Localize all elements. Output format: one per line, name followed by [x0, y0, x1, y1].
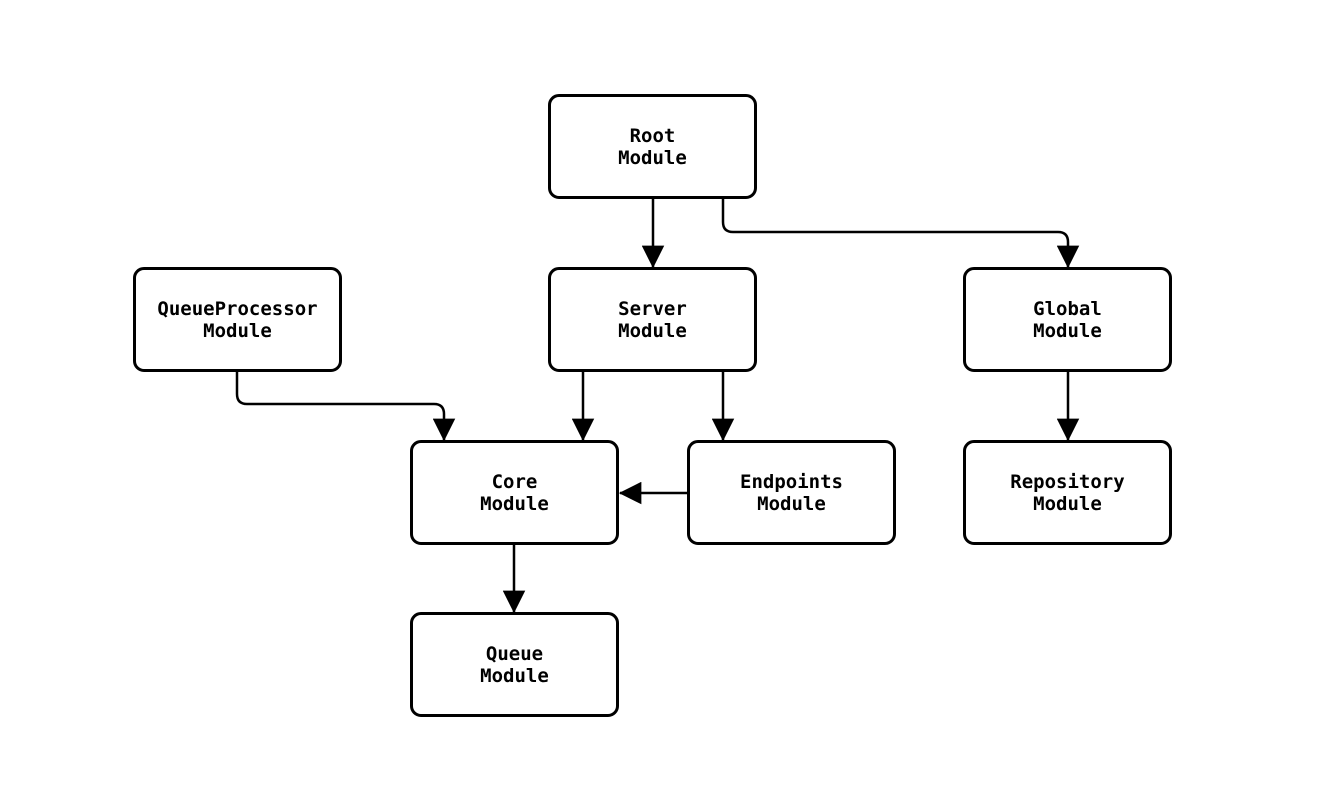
- node-core-module: Core Module: [410, 440, 619, 545]
- node-queueprocessor-module: QueueProcessor Module: [133, 267, 342, 372]
- node-queue-module: Queue Module: [410, 612, 619, 717]
- node-endpoints-module: Endpoints Module: [687, 440, 896, 545]
- node-server-module: Server Module: [548, 267, 757, 372]
- node-global-module: Global Module: [963, 267, 1172, 372]
- edge-queueprocessor-core: [235, 372, 456, 442]
- node-root-module: Root Module: [548, 94, 757, 199]
- node-repository-module: Repository Module: [963, 440, 1172, 545]
- edge-root-global: [721, 199, 1080, 269]
